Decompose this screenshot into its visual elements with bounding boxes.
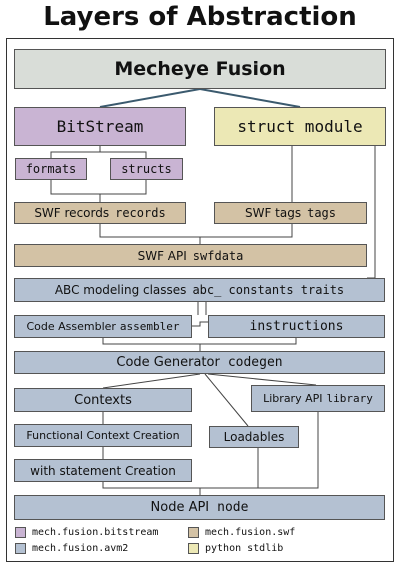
library-api-box: Library API library xyxy=(251,385,385,412)
code-assembler-box: Code Assembler assembler xyxy=(14,315,192,338)
connector-bitstream-structs xyxy=(100,151,147,158)
connector-assembler-codegen xyxy=(102,338,201,351)
with-statement-label: with statement Creation xyxy=(30,463,176,478)
library-api-code: library xyxy=(326,392,373,405)
loadables-label: Loadables xyxy=(223,430,285,444)
legend-item-stdlib: python stdlib xyxy=(188,543,283,554)
bitstream-label: BitStream xyxy=(56,117,144,136)
legend-swatch-stdlib xyxy=(188,543,199,554)
abc-modeling-box: ABC modeling classes abc_ constants trai… xyxy=(14,278,385,302)
diagram-frame xyxy=(6,38,394,562)
code-generator-code: codegen xyxy=(227,355,283,370)
mecheye-fusion-label: Mecheye Fusion xyxy=(114,58,286,80)
connector-bitstream-formats xyxy=(50,146,101,158)
formats-label: formats xyxy=(25,162,77,176)
instructions-label: instructions xyxy=(249,319,344,334)
swf-tags-box: SWF tags tags xyxy=(214,202,367,224)
structs-box: structs xyxy=(110,158,183,180)
swf-api-code: swfdata xyxy=(192,248,244,263)
node-api-code: node xyxy=(217,500,249,515)
connector-loadables-node xyxy=(200,448,259,489)
swf-tags-code: tags xyxy=(307,206,337,220)
instructions-box: instructions xyxy=(208,315,385,338)
legend-item-bitstream: mech.fusion.bitstream xyxy=(15,527,158,538)
connector-library-node xyxy=(258,412,319,489)
legend-label-swf: mech.fusion.swf xyxy=(205,527,296,538)
functional-context-label: Functional Context Creation xyxy=(26,429,180,442)
node-api-label: Node API xyxy=(150,500,210,515)
struct-module-label: struct module xyxy=(237,117,363,136)
functional-context-box: Functional Context Creation xyxy=(14,424,192,447)
connector-with-node xyxy=(102,482,201,495)
formats-box: formats xyxy=(15,158,87,180)
library-api-label: Library API xyxy=(263,392,323,405)
legend-label-bitstream: mech.fusion.bitstream xyxy=(32,527,159,538)
structs-label: structs xyxy=(121,162,172,176)
legend-label-avm2: mech.fusion.avm2 xyxy=(32,543,129,554)
legend-swatch-swf xyxy=(188,527,199,538)
abc-modeling-code: abc_ constants traits xyxy=(192,283,345,297)
contexts-box: Contexts xyxy=(14,388,192,412)
abc-modeling-label: ABC modeling classes xyxy=(54,283,187,297)
code-assembler-label: Code Assembler xyxy=(26,320,116,333)
swf-tags-label: SWF tags xyxy=(244,206,302,220)
legend-swatch-bitstream xyxy=(15,527,26,538)
swf-api-label: SWF API xyxy=(137,248,187,263)
connector-codegen-library xyxy=(207,373,317,386)
connector-instructions-codegen xyxy=(200,338,297,345)
swf-records-label: SWF records xyxy=(34,206,110,220)
loadables-box: Loadables xyxy=(209,426,299,448)
connector-records-api xyxy=(99,224,201,244)
swf-records-box: SWF records records xyxy=(14,202,186,224)
code-generator-label: Code Generator xyxy=(116,355,220,370)
code-generator-box: Code Generator codegen xyxy=(14,351,385,374)
mecheye-fusion-box: Mecheye Fusion xyxy=(14,49,386,89)
legend-item-avm2: mech.fusion.avm2 xyxy=(15,543,128,554)
legend-label-stdlib: python stdlib xyxy=(205,543,284,554)
contexts-label: Contexts xyxy=(74,392,132,408)
swf-api-box: SWF API swfdata xyxy=(14,244,367,267)
connector-assembler-instructions xyxy=(192,321,208,327)
legend-item-swf: mech.fusion.swf xyxy=(188,527,295,538)
connector-codegen-loadables xyxy=(204,373,249,427)
bitstream-box: BitStream xyxy=(14,107,186,146)
connector-struct-abc xyxy=(367,146,376,279)
connector-structs-records xyxy=(100,180,147,195)
struct-module-box: struct module xyxy=(214,107,386,146)
swf-records-code: records xyxy=(115,206,166,220)
connector-tags-api xyxy=(200,224,293,238)
with-statement-box: with statement Creation xyxy=(14,459,192,482)
connector-codegen-contexts xyxy=(102,373,201,389)
node-api-box: Node API node xyxy=(14,495,385,520)
diagram-title: Layers of Abstraction xyxy=(43,2,357,32)
connector-fusion-bitstream xyxy=(99,88,201,108)
code-assembler-code: assembler xyxy=(119,320,180,333)
legend-swatch-avm2 xyxy=(15,543,26,554)
connector-fusion-struct xyxy=(199,88,301,108)
connector-formats-records xyxy=(50,180,101,202)
